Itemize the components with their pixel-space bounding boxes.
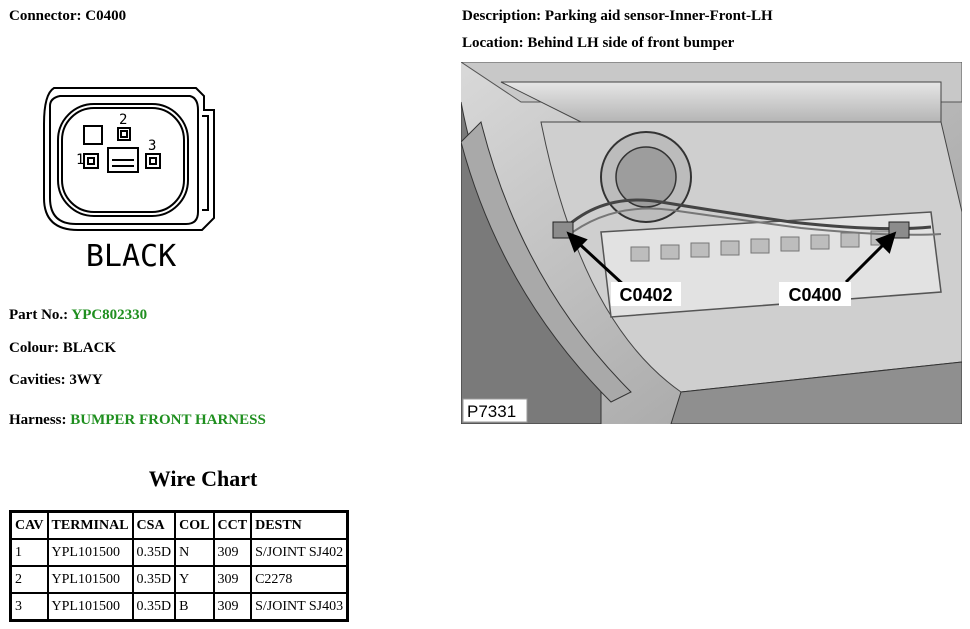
cell-csa: 0.35D <box>131 565 177 594</box>
cell-col: N <box>174 538 215 567</box>
cell-destn: C2278 <box>250 565 349 594</box>
arrow-head-c0402 <box>566 231 588 253</box>
table-row: 2 YPL101500 0.35D Y 309 C2278 <box>9 565 349 594</box>
cell-cav: 3 <box>9 592 49 622</box>
pin-3-terminal <box>145 153 161 169</box>
connector-outer-shell <box>43 87 215 231</box>
callout-c0402: C0402 <box>619 285 672 305</box>
pin-1-terminal <box>83 153 99 169</box>
cell-csa: 0.35D <box>131 538 177 567</box>
cell-terminal: YPL101500 <box>46 538 134 567</box>
pin-label-1: 1 <box>76 152 84 168</box>
header-col: COL <box>174 510 215 540</box>
figure-id: P7331 <box>467 402 516 421</box>
pin-label-3: 3 <box>148 138 156 154</box>
cell-csa: 0.35D <box>131 592 177 622</box>
connector-value: C0400 <box>85 8 127 24</box>
cavities-value: 3WY <box>69 372 103 388</box>
cell-destn: S/JOINT SJ403 <box>250 592 349 622</box>
center-latch <box>107 147 139 173</box>
pin-label-2: 2 <box>119 112 127 128</box>
arrow-c0400 <box>844 237 891 284</box>
pin-2-terminal <box>117 127 131 141</box>
arrow-c0402 <box>572 237 628 289</box>
header-destn: DESTN <box>250 510 349 540</box>
harness-label: Harness: BUMPER FRONT HARNESS <box>9 412 266 428</box>
colour-value: BLACK <box>62 340 117 356</box>
header-cav: CAV <box>9 510 49 540</box>
cell-col: B <box>174 592 215 622</box>
connector-label: Connector: C0400 <box>9 8 127 24</box>
wire-chart-title: Wire Chart <box>148 466 258 491</box>
cell-cav: 1 <box>9 538 49 567</box>
callout-c0400: C0400 <box>788 285 841 305</box>
header-cct: CCT <box>212 510 253 540</box>
description-label: Description: Parking aid sensor-Inner-Fr… <box>462 8 773 24</box>
cell-terminal: YPL101500 <box>46 565 134 594</box>
part-no-label: Part No.: YPC802330 <box>9 307 148 323</box>
table-row: 1 YPL101500 0.35D N 309 S/JOINT SJ402 <box>9 538 349 567</box>
colour-label: Colour: BLACK <box>9 340 117 356</box>
connector-face-diagram: 1 2 3 BLACK <box>43 87 215 274</box>
cavities-label: Cavities: 3WY <box>9 372 103 388</box>
location-illustration: C0402 C0400 P7331 <box>461 62 962 424</box>
part-no-link[interactable]: YPC802330 <box>71 307 148 323</box>
cell-cav: 2 <box>9 565 49 594</box>
cell-terminal: YPL101500 <box>46 592 134 622</box>
table-header-row: CAV TERMINAL CSA COL CCT DESTN <box>9 510 349 540</box>
description-value: Parking aid sensor-Inner-Front-LH <box>544 8 773 24</box>
key-slot <box>83 125 103 145</box>
cell-destn: S/JOINT SJ402 <box>250 538 349 567</box>
header-csa: CSA <box>131 510 177 540</box>
location-label: Location: Behind LH side of front bumper <box>462 35 735 51</box>
cell-col: Y <box>174 565 215 594</box>
harness-link[interactable]: BUMPER FRONT HARNESS <box>70 412 266 428</box>
cell-cct: 309 <box>212 538 253 567</box>
header-terminal: TERMINAL <box>46 510 134 540</box>
arrow-head-c0400 <box>875 231 897 254</box>
cell-cct: 309 <box>212 592 253 622</box>
connector-color-text: BLACK <box>86 239 176 274</box>
cell-cct: 309 <box>212 565 253 594</box>
location-value: Behind LH side of front bumper <box>527 35 735 51</box>
table-row: 3 YPL101500 0.35D B 309 S/JOINT SJ403 <box>9 592 349 622</box>
connector-inner-body <box>57 103 189 217</box>
wire-chart-table: CAV TERMINAL CSA COL CCT DESTN 1 YPL1015… <box>9 510 350 622</box>
